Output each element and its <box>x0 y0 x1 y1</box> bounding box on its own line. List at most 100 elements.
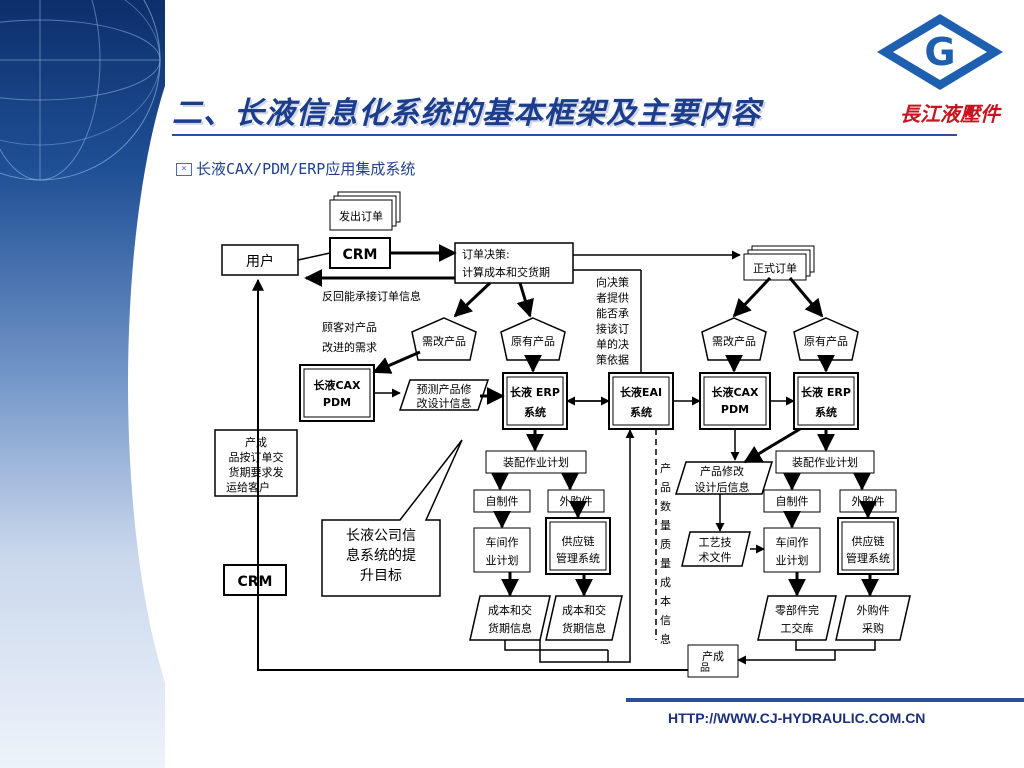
cost-left-line2: 货期信息 <box>488 621 532 635</box>
product-info-char: 数 <box>660 500 671 513</box>
finished-line2: 品 <box>700 662 710 674</box>
decision-basis-line: 向决策 <box>596 275 629 289</box>
self-made-right: 自制件 <box>763 489 821 513</box>
website-url[interactable]: HTTP://WWW.CJ-HYDRAULIC.COM.CN <box>668 710 926 726</box>
feedback-label: 反回能承接订单信息 <box>322 289 421 303</box>
existing-left-label: 原有产品 <box>511 334 555 348</box>
workshop-plan-left: 车间作 业计划 <box>473 527 531 573</box>
need-change-left-label: 需改产品 <box>422 334 466 348</box>
eai-box: 长液EAI 系统 <box>608 372 674 430</box>
customer-demand-line2: 改进的需求 <box>322 340 377 354</box>
supply-right-line1: 供应链 <box>852 534 885 548</box>
supply-right-line2: 管理系统 <box>846 551 890 565</box>
workshop-left-line2: 业计划 <box>486 554 519 567</box>
outsourced-left: 外购件 <box>547 489 605 513</box>
existing-right-label: 原有产品 <box>804 334 848 348</box>
assembly-plan-left: 装配作业计划 <box>485 450 587 474</box>
official-order-label: 正式订单 <box>753 262 797 275</box>
purchase-line1: 外购件 <box>857 603 890 617</box>
erp-left-line1: 长液 ERP <box>510 385 560 399</box>
globe-icon <box>0 0 161 181</box>
supply-left-line2: 管理系统 <box>556 551 600 565</box>
workshop-left-line1: 车间作 <box>486 535 519 549</box>
parts-done-line2: 工交库 <box>781 621 814 635</box>
predict-line1: 预测产品修 <box>417 382 472 396</box>
process-docs: 工艺技 术文件 <box>681 531 751 567</box>
eai-line1: 长液EAI <box>620 385 662 399</box>
page-title: 二、长液信息化系统的基本框架及主要内容 <box>172 96 761 131</box>
cax-pdm-left-box: 长液CAX PDM <box>299 364 375 422</box>
subtitle-text: 长液CAX/PDM/ERP应用集成系统 <box>196 160 416 178</box>
customer-demand-line1: 顾客对产品 <box>322 320 377 334</box>
decision-basis-line: 者提供 <box>596 291 629 305</box>
footer-divider <box>626 698 1024 702</box>
product-info-char: 成 <box>660 576 671 589</box>
workshop-right-line2: 业计划 <box>776 554 809 567</box>
sidebar-curve <box>128 0 328 768</box>
cost-mid-line1: 成本和交 <box>562 603 606 617</box>
erp-left-box: 长液 ERP 系统 <box>502 372 568 430</box>
cax-left-line1: 长液CAX <box>313 378 361 392</box>
self-made-left-label: 自制件 <box>486 495 519 508</box>
subtitle: × 长液CAX/PDM/ERP应用集成系统 <box>176 158 415 179</box>
modified-design-info: 产品修改 设计后信息 <box>674 461 774 495</box>
need-change-left-pentagon: 需改产品 <box>411 317 477 361</box>
supply-left-line1: 供应链 <box>562 534 595 548</box>
crm-top-label: CRM <box>343 247 378 263</box>
product-info-char: 质 <box>660 538 671 551</box>
logo-letter: G <box>924 30 955 74</box>
process-line1: 工艺技 <box>699 536 732 549</box>
predict-design-parallelogram: 预测产品修 改设计信息 <box>398 379 490 411</box>
product-info-char: 量 <box>660 557 671 570</box>
supply-chain-left: 供应链 管理系统 <box>545 517 611 575</box>
erp-left-line2: 系统 <box>524 405 546 419</box>
parts-done-box: 零部件完 工交库 <box>757 595 837 641</box>
assembly-plan-right: 装配作业计划 <box>775 450 875 474</box>
send-order-label: 发出订单 <box>339 209 383 223</box>
order-decision-line1: 订单决策: <box>462 247 510 261</box>
cax-right-line2: PDM <box>721 403 749 416</box>
decision-basis-line: 接该订 <box>596 322 629 336</box>
self-made-left: 自制件 <box>473 489 531 513</box>
finished-line1: 产成 <box>702 649 724 663</box>
cost-mid-line2: 货期信息 <box>562 621 606 635</box>
cax-left-line2: PDM <box>323 396 351 409</box>
purchase-box: 外购件 采购 <box>835 595 911 641</box>
cax-right-line1: 长液CAX <box>711 385 759 399</box>
outsourced-left-label: 外购件 <box>560 494 593 508</box>
ship-line1: 产成 <box>245 435 267 449</box>
connectors <box>252 244 879 671</box>
crm-bottom-label: CRM <box>238 574 273 590</box>
workshop-plan-right: 车间作 业计划 <box>763 527 821 573</box>
modified-line2: 设计后信息 <box>695 480 750 494</box>
process-line2: 术文件 <box>699 550 732 564</box>
finished-product-box: 产成 品 <box>687 644 739 678</box>
need-change-right-label: 需改产品 <box>712 334 756 348</box>
parts-done-line1: 零部件完 <box>775 603 819 617</box>
outsourced-right: 外购件 <box>839 489 897 513</box>
official-order-document: 正式订单 <box>743 245 815 281</box>
eai-line2: 系统 <box>630 405 652 419</box>
user-box: 用户 <box>221 244 299 276</box>
user-label: 用户 <box>246 253 274 270</box>
supply-chain-right: 供应链 管理系统 <box>837 517 899 575</box>
decision-basis-line: 策依据 <box>596 353 629 367</box>
assembly-right-label: 装配作业计划 <box>792 456 858 469</box>
logo-signature: 長江液壓件 <box>900 102 1000 126</box>
ship-line3: 货期要求发 <box>229 465 284 479</box>
product-info-char: 产 <box>660 461 671 475</box>
send-order-document: 发出订单 <box>329 191 401 231</box>
product-info-char: 量 <box>660 519 671 532</box>
ship-line2: 品按订单交 <box>229 450 284 464</box>
order-decision-line2: 计算成本和交货期 <box>462 265 550 279</box>
goal-line1: 长液公司信 <box>346 528 416 544</box>
goal-callout: 长液公司信 息系统的提 升目标 <box>321 439 463 597</box>
goal-line2: 息系统的提 <box>346 547 416 564</box>
product-info-char: 息 <box>660 632 671 646</box>
decision-basis-line: 单的决 <box>596 337 629 351</box>
bullet-icon: × <box>176 163 192 176</box>
purchase-line2: 采购 <box>862 621 884 635</box>
cost-delivery-mid: 成本和交 货期信息 <box>545 595 623 641</box>
company-logo: G <box>877 14 1003 90</box>
